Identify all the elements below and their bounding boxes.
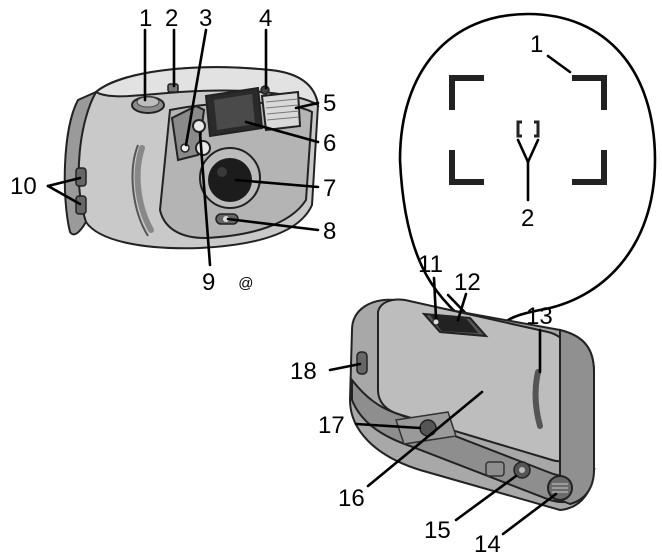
camera-front-view (63, 66, 320, 250)
callout-15: 15 (424, 517, 451, 544)
leader-9 (198, 131, 212, 267)
leader-7 (234, 178, 320, 189)
lens-cover-switch-knob (223, 216, 229, 222)
leader-14 (501, 492, 558, 536)
af-frame-mark (516, 120, 540, 138)
leader-5 (294, 101, 320, 110)
back-callout-numbers: 11 12 13 14 15 16 17 18 (290, 251, 553, 558)
side-switch (356, 351, 368, 375)
callout-16: 16 (338, 485, 365, 512)
side-button-lower (75, 195, 87, 215)
callout-9: 9 (202, 269, 215, 296)
inset-leader-2c (526, 138, 540, 164)
ready-lamp (432, 318, 440, 326)
frame-corner-marks (449, 75, 607, 185)
af-window-lower (195, 140, 211, 156)
lens-highlight (217, 167, 227, 177)
film-rewind-knob-grip (552, 483, 568, 493)
leader-8 (226, 217, 320, 232)
side-button-upper (75, 167, 87, 187)
leader-11 (432, 276, 438, 320)
battery-door-latch-center (519, 467, 525, 473)
front-callout-numbers: 1 2 3 4 5 6 7 8 9 @ 10 (10, 5, 336, 296)
callout-1: 1 (139, 5, 152, 32)
back-leader-lines (328, 276, 558, 536)
inset-leader-2b (516, 138, 530, 164)
callout-8: 8 (323, 218, 336, 245)
callout-14: 14 (474, 531, 501, 558)
tripod-socket (419, 419, 437, 437)
leader-10b (46, 184, 82, 206)
leader-12 (456, 292, 468, 322)
leader-15 (454, 474, 518, 522)
callout-4: 4 (259, 5, 272, 32)
callout-3: 3 (199, 5, 212, 32)
callout-7: 7 (323, 175, 336, 202)
at-mark: @ (238, 275, 253, 292)
viewfinder-inset: 1 2 (398, 12, 657, 332)
leader-3 (184, 28, 208, 147)
callout-11: 11 (418, 251, 443, 278)
inset-callout-1: 1 (530, 31, 543, 58)
leader-10a (46, 176, 82, 188)
camera-back-view (348, 298, 596, 512)
front-grip-groove-shade (134, 145, 154, 233)
inset-callout-2: 2 (521, 205, 534, 232)
inset-leader-1 (546, 54, 572, 74)
callout-18: 18 (290, 358, 317, 385)
callout-10: 10 (10, 173, 37, 200)
leader-18 (328, 362, 362, 372)
af-window-upper (192, 119, 206, 133)
camera-right-end (559, 328, 595, 506)
callout-13: 13 (526, 303, 553, 330)
eyepiece-window (429, 314, 479, 334)
shutter-button-top (136, 96, 160, 108)
viewfinder-window-inner (214, 94, 255, 130)
callout-6: 6 (323, 130, 336, 157)
leader-17 (354, 422, 422, 430)
callout-17: 17 (318, 412, 345, 439)
callout-5: 5 (323, 90, 336, 117)
callout-2: 2 (165, 5, 178, 32)
back-grip-slot (532, 369, 543, 429)
tripod-socket-plate (395, 411, 457, 445)
leader-16 (366, 390, 484, 488)
leader-6 (244, 120, 320, 144)
callout-12: 12 (454, 269, 481, 296)
flash-window-ridges (265, 98, 300, 121)
front-leader-lines (46, 28, 320, 267)
front-grip-groove (131, 144, 149, 237)
battery-compartment-mark (485, 461, 505, 477)
